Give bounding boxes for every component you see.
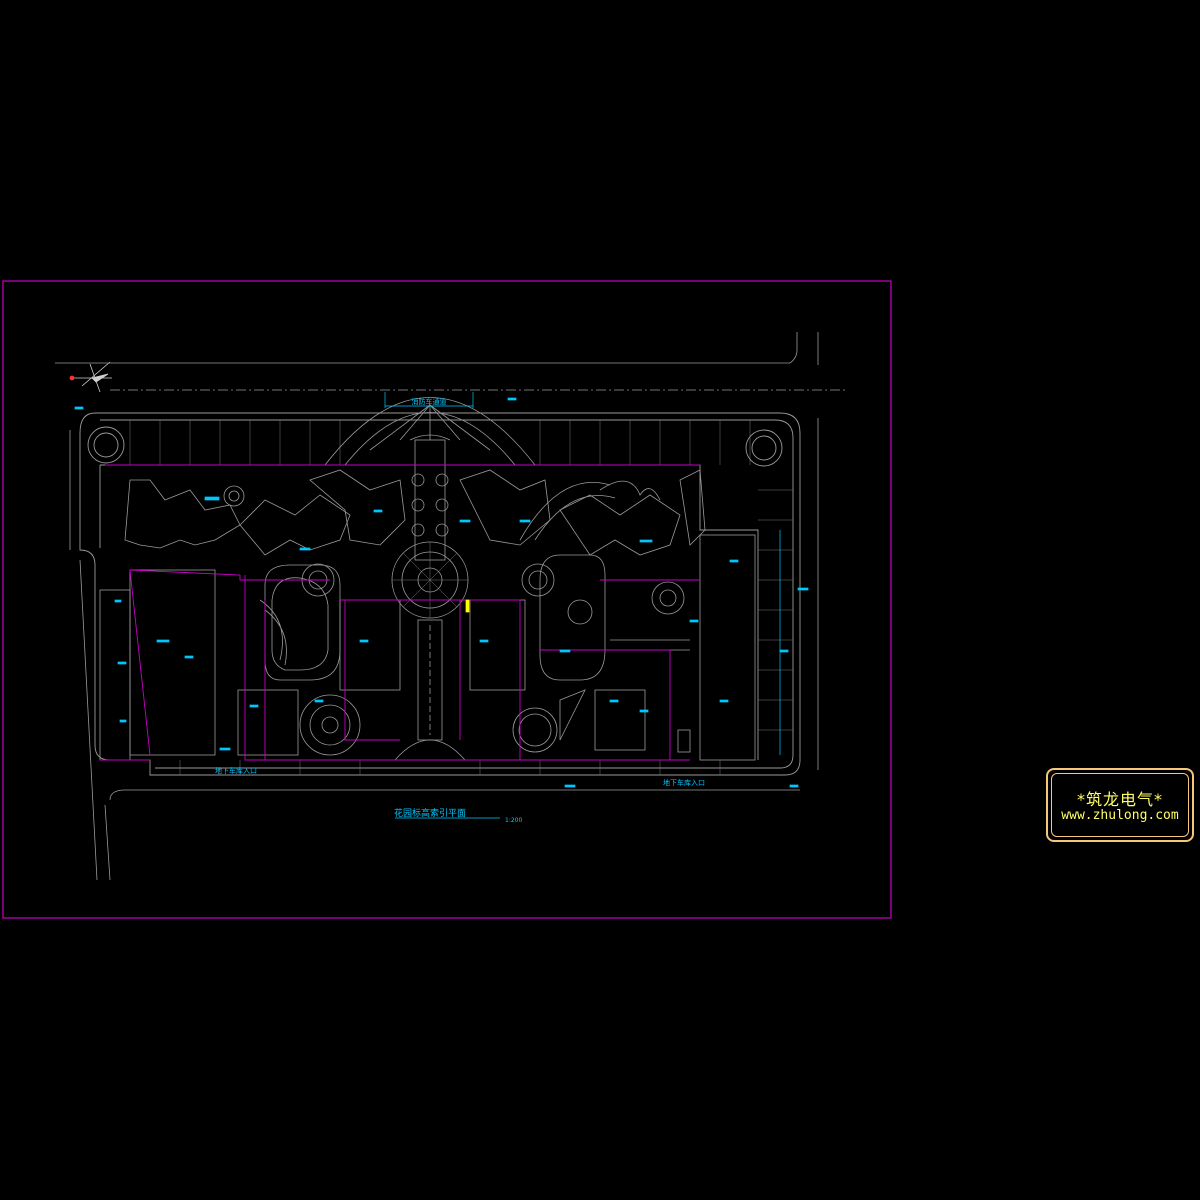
plan-scale: 1:200 xyxy=(505,817,522,824)
north-arrow-icon xyxy=(69,361,112,393)
watermark-title: *筑龙电气* xyxy=(1076,790,1163,809)
entrance-label-left: 地下车库入口 xyxy=(215,766,257,775)
road-label-top: 消防车通道 xyxy=(412,397,447,406)
elevation-annotations xyxy=(74,392,809,819)
garden-areas xyxy=(223,480,690,756)
site-boundary xyxy=(79,412,801,776)
plan-title: 花园标高索引平面 xyxy=(394,807,466,819)
watermark-stamp: *筑龙电气* www.zhulong.com xyxy=(1046,768,1194,842)
sheet-frame xyxy=(2,280,892,919)
road-lines xyxy=(55,332,845,881)
index-lines xyxy=(100,464,700,761)
entrance-label-right: 地下车库入口 xyxy=(663,778,705,787)
buildings xyxy=(99,469,756,761)
watermark-url: www.zhulong.com xyxy=(1061,808,1179,823)
central-plaza xyxy=(324,397,536,761)
